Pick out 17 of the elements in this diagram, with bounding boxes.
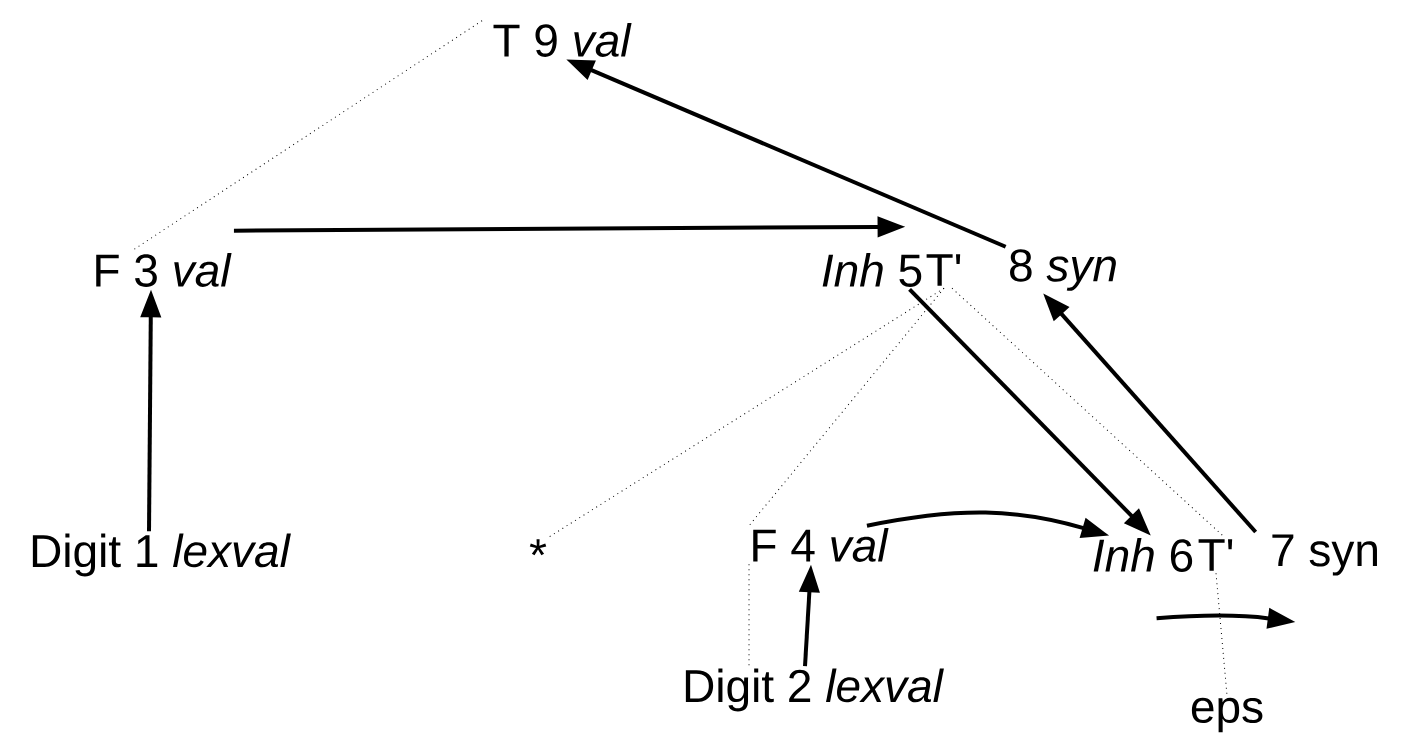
attribute-label: T'	[926, 254, 961, 286]
attribute-label: F 3 val	[96, 253, 232, 287]
attribute-label: Inh 6	[1093, 538, 1193, 572]
attribute-label: F 4 val	[753, 528, 889, 562]
attribute-label: 7 syn	[1272, 534, 1377, 576]
tree-line	[548, 287, 945, 538]
attribute-label: Digit 1 lexval	[32, 533, 291, 577]
attribute-label: T'	[1198, 539, 1233, 571]
tree-line	[1215, 572, 1228, 696]
attribute-label: Digit 2 lexval	[685, 668, 944, 712]
attribute-label: 8 syn	[1010, 249, 1116, 291]
attribute-label: *	[529, 539, 547, 556]
attribute-label: T 9 val	[493, 23, 632, 57]
attribute-label: Inh 5	[822, 253, 922, 287]
attribute-label: eps	[1191, 697, 1263, 733]
tree-line	[131, 20, 483, 252]
tree-line	[748, 287, 945, 527]
